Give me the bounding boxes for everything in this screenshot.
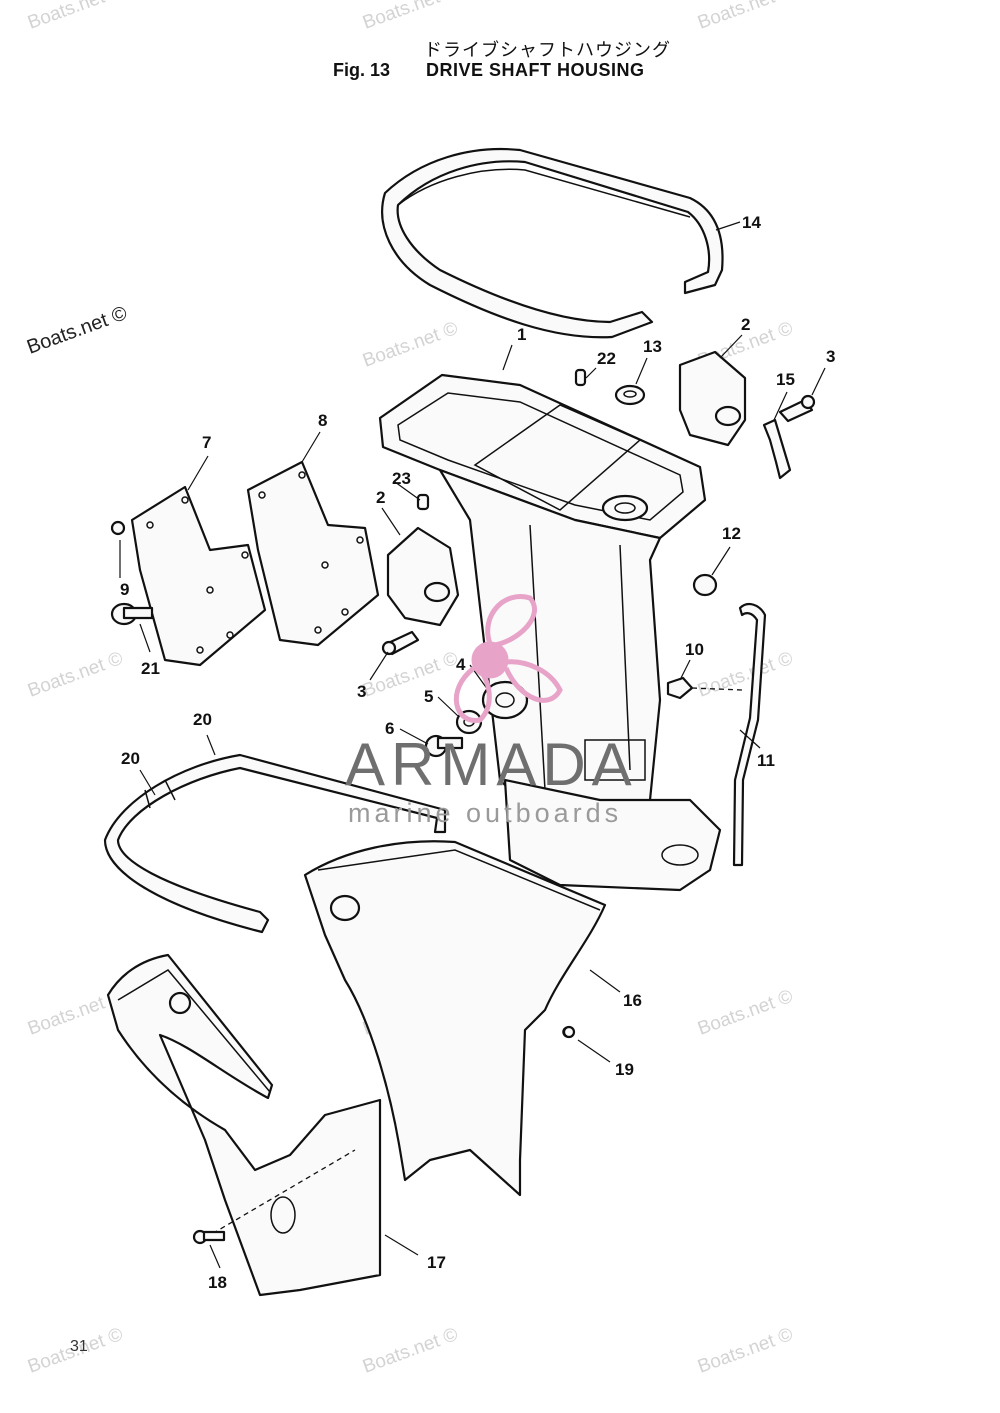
part-20-seal (103, 753, 447, 934)
propeller-logo-icon (453, 594, 563, 723)
logo-wordmark: ARMADA (345, 731, 638, 798)
part-3-upper-bolt (778, 394, 816, 423)
callout-14: 14 (742, 213, 761, 232)
part-13-grommet (614, 384, 646, 406)
part-12-collar (692, 573, 718, 597)
part-22-dowel-pin (574, 368, 587, 387)
part-19-screw (562, 1025, 576, 1039)
part-2-upper-mount (678, 350, 747, 447)
callout-12: 12 (722, 524, 741, 543)
callout-7: 7 (202, 433, 211, 452)
part-11-water-tube (732, 602, 767, 867)
part-9-screw (110, 520, 126, 536)
callout-8: 8 (318, 411, 327, 430)
callout-leader-lines (119, 221, 826, 1269)
part-14-seal (381, 148, 724, 339)
part-21-plug (110, 602, 154, 626)
callout-20: 20 (193, 710, 212, 729)
callout-17: 17 (427, 1253, 446, 1272)
callout-20: 20 (121, 749, 140, 768)
figure-title-japanese: ドライブシャフトハウジング (424, 40, 671, 61)
callout-11: 11 (757, 751, 775, 770)
leader-dashed (691, 687, 743, 691)
callout-16: 16 (623, 991, 642, 1010)
part-17-front-cover (106, 953, 382, 1297)
callout-3: 3 (357, 682, 366, 701)
callout-23: 23 (392, 469, 411, 488)
part-7-plate (130, 485, 267, 667)
part-10-nut (666, 676, 694, 700)
callout-13: 13 (643, 337, 662, 356)
figure-title: DRIVE SHAFT HOUSING (426, 60, 645, 80)
callout-19: 19 (615, 1060, 634, 1079)
callout-22: 22 (597, 349, 616, 368)
part-6-bolt (424, 734, 464, 758)
part-18-screw (192, 1229, 226, 1245)
part-2-lower-mount (386, 526, 460, 627)
part-4-bushing (481, 680, 529, 720)
callout-21: 21 (141, 659, 160, 678)
part-16-rear-cover (303, 840, 607, 1197)
callout-2: 2 (741, 315, 750, 334)
callout-9: 9 (120, 580, 129, 599)
callout-6: 6 (385, 719, 394, 738)
callout-4: 4 (456, 655, 466, 674)
logo-tagline: marine outboards (348, 798, 622, 828)
page-number: 31 (70, 1338, 88, 1355)
callout-3: 3 (826, 347, 835, 366)
figure-number: Fig. 13 (333, 60, 391, 80)
part-15-clip (762, 418, 792, 480)
part-23-screw (416, 493, 430, 511)
callout-5: 5 (424, 687, 433, 706)
callout-18: 18 (208, 1273, 227, 1292)
callout-2: 2 (376, 488, 385, 507)
callout-10: 10 (685, 640, 704, 659)
callout-labels: 1 2 2 3 3 4 5 6 7 8 9 10 11 12 13 14 15 … (120, 213, 835, 1292)
callout-1: 1 (517, 325, 526, 344)
part-8-gasket (246, 460, 380, 647)
armada-logo: ARMADA marine outboards (345, 594, 638, 828)
part-3-lower-bolt (381, 630, 420, 656)
callout-15: 15 (776, 370, 795, 389)
leader-dashed (204, 1149, 356, 1239)
